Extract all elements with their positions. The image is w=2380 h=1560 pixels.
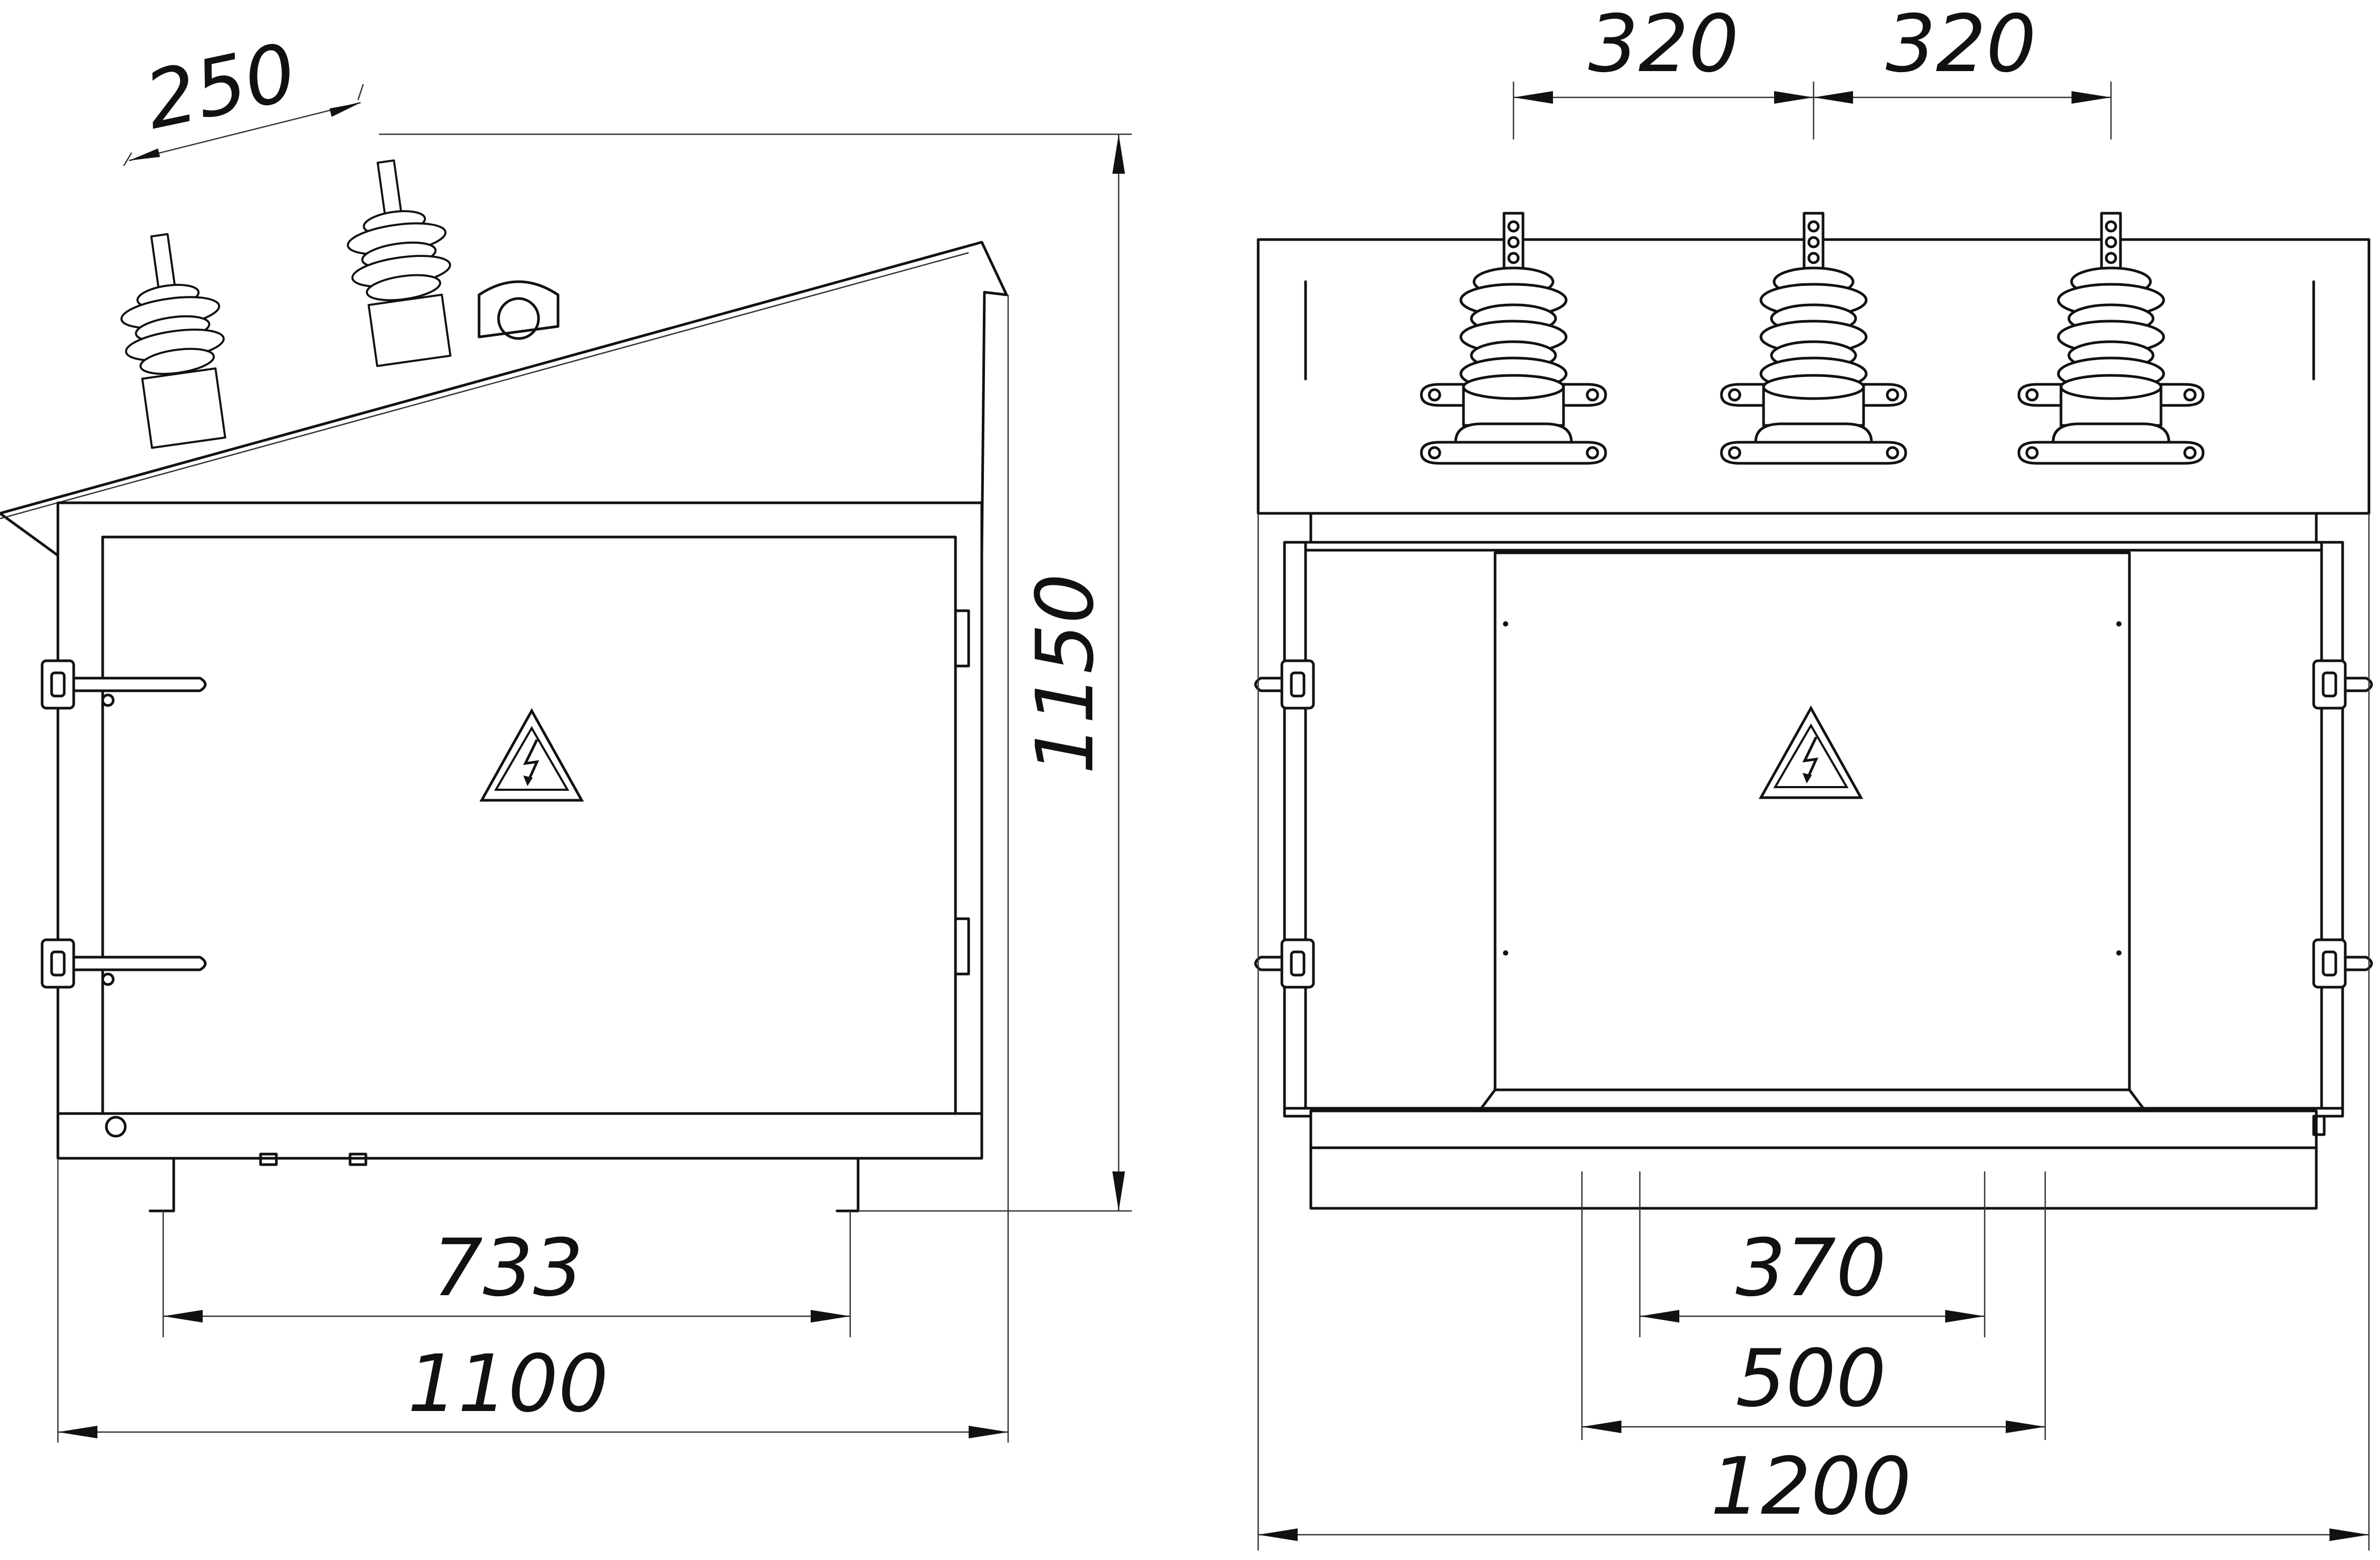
dim-1150: 1150 xyxy=(379,133,1132,1212)
dim-320-left-label: 320 xyxy=(1588,0,1739,90)
dim-1150-label: 1150 xyxy=(1020,573,1111,774)
front-view: 320 320 370 500 1200 xyxy=(1254,0,2373,1551)
front-latch-left-lower xyxy=(1254,940,1313,987)
dim-1200: 1200 xyxy=(1257,513,2370,1551)
dim-500-label: 500 xyxy=(1736,1333,1886,1425)
dim-1100: 1100 xyxy=(57,295,1009,1443)
front-latch-left-upper xyxy=(1254,661,1313,708)
dim-500: 500 xyxy=(1581,1171,2046,1440)
dim-370-label: 370 xyxy=(1736,1223,1886,1314)
side-latch-upper xyxy=(42,661,207,708)
dim-320-pair: 320 320 xyxy=(1512,0,2112,140)
side-foot-left xyxy=(148,1157,175,1213)
side-door xyxy=(101,535,957,1115)
front-inner-panel xyxy=(1493,551,2131,1091)
dim-733: 733 xyxy=(162,1211,851,1337)
side-bushing-left xyxy=(120,233,226,449)
front-base-plate xyxy=(1309,1146,2318,1210)
dim-250: 250 xyxy=(123,26,364,166)
side-foot-right xyxy=(835,1157,860,1213)
dim-250-label: 250 xyxy=(137,26,304,147)
dim-370: 370 xyxy=(1639,1171,1986,1337)
front-latch-right-upper xyxy=(2314,661,2373,708)
side-latch-lower xyxy=(42,940,207,987)
dim-320-right-label: 320 xyxy=(1886,0,2036,90)
side-bushing-right xyxy=(346,159,452,367)
front-latch-right-lower xyxy=(2314,940,2373,987)
side-lifting-eye xyxy=(477,280,560,340)
side-ground-bolt xyxy=(105,1116,127,1138)
dim-1200-label: 1200 xyxy=(1710,1441,1911,1533)
dim-733-label: 733 xyxy=(433,1223,583,1314)
side-view: 250 1150 733 1100 xyxy=(0,26,1132,1443)
front-base xyxy=(1309,1109,2318,1149)
dim-1100-label: 1100 xyxy=(407,1338,609,1430)
